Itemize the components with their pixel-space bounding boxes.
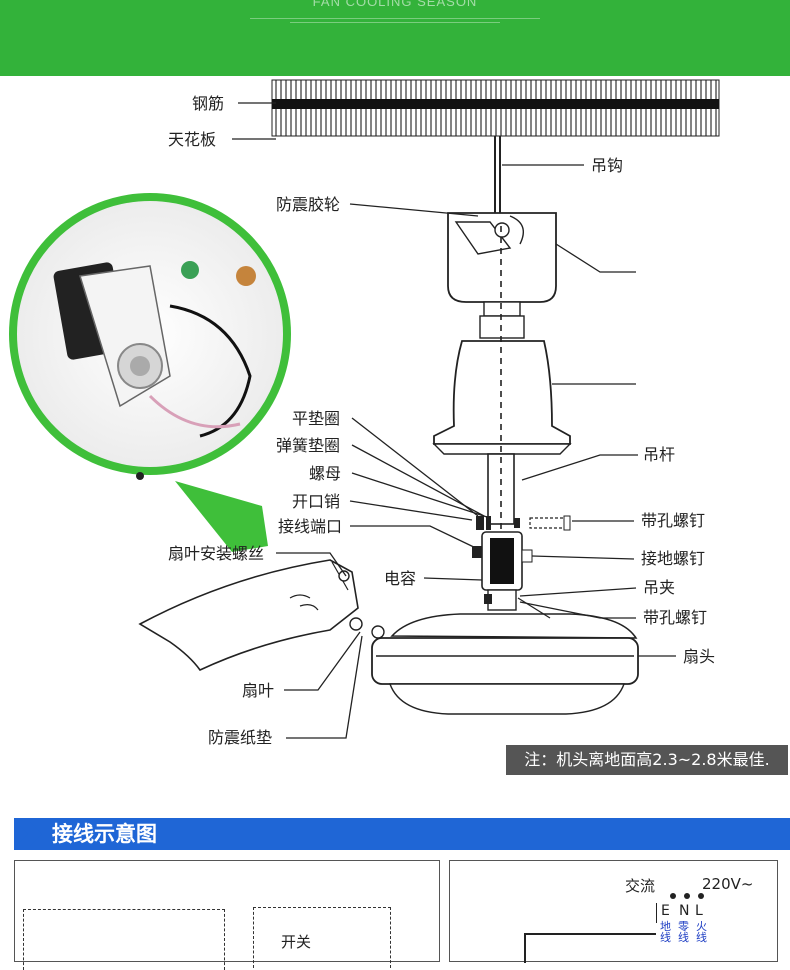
rebar xyxy=(272,99,719,109)
voltage-label: 220V~ xyxy=(702,875,754,893)
label-fan-head: 扇头 xyxy=(683,647,715,666)
terminal-name-e-1: 地 xyxy=(660,920,671,933)
section-header xyxy=(14,818,790,850)
ac-label: 交流 xyxy=(625,877,656,895)
banner-divider xyxy=(250,18,540,19)
banner-divider xyxy=(290,22,500,23)
label-clamp: 吊夹 xyxy=(643,578,675,597)
label-flat-washer: 平垫圈 xyxy=(292,409,340,428)
terminal-dot-e xyxy=(670,893,676,899)
hole-bolt-top xyxy=(529,515,571,531)
label-anti-vibration-pad: 防震纸垫 xyxy=(208,728,272,747)
label-hole-bolt-top: 带孔螺钉 xyxy=(641,511,705,530)
height-note: 注：机头离地面高2.3~2.8米最佳. xyxy=(506,745,788,775)
label-spring-washer: 弹簧垫圈 xyxy=(276,436,340,455)
label-anti-vibration-wheel: 防震胶轮 xyxy=(276,195,340,214)
terminal-dot-l xyxy=(698,893,704,899)
switch-box xyxy=(253,907,391,968)
ceiling-fan-installation-diagram: 钢筋 天花板 吊钩 防震胶轮 平垫圈 弹簧垫圈 螺母 开口销 接线端口 扇叶安装… xyxy=(9,79,720,747)
label-nut: 螺母 xyxy=(309,464,341,483)
leader-lines xyxy=(232,102,676,739)
fan-head xyxy=(371,613,639,715)
label-hole-bolt-bottom: 带孔螺钉 xyxy=(643,608,707,627)
terminal-name-l-2: 线 xyxy=(696,931,707,944)
terminal-name-n-1: 零 xyxy=(678,920,689,933)
wire-line xyxy=(524,933,656,935)
hook-pin xyxy=(494,222,510,238)
canopy xyxy=(447,212,557,303)
ceiling-slab xyxy=(271,79,720,137)
label-ground-screw: 接地螺钉 xyxy=(641,549,705,568)
detail-zoom-circle xyxy=(9,193,291,552)
label-ceiling: 天花板 xyxy=(168,130,216,149)
header-banner: FAN COOLING SEASON xyxy=(0,0,790,76)
label-blade-screw: 扇叶安装螺丝 xyxy=(168,544,264,563)
terminal-dot-n xyxy=(684,893,690,899)
blade-screw xyxy=(338,570,350,582)
terminal-name-n-2: 线 xyxy=(678,931,689,944)
capacitor xyxy=(490,538,514,584)
label-hook: 吊钩 xyxy=(591,156,623,175)
wiring-panel-left: 开关 xyxy=(14,860,440,970)
upper-cover xyxy=(432,340,572,455)
label-rebar: 钢筋 xyxy=(192,94,224,113)
double-arrow-icon xyxy=(16,822,42,846)
label-terminal: 接线端口 xyxy=(278,517,342,536)
terminal-name-e-2: 线 xyxy=(660,931,671,944)
label-blade: 扇叶 xyxy=(242,681,274,700)
terminal-n: N xyxy=(679,903,690,919)
label-cotter-pin: 开口销 xyxy=(292,492,340,511)
section-title: 接线示意图 xyxy=(52,822,157,846)
wiring-panel-right: 交流 220V~ E N L 地 线 零 线 火 线 xyxy=(449,860,778,963)
terminal-name-l-1: 火 xyxy=(696,920,707,933)
label-capacitor: 电容 xyxy=(384,569,416,588)
banner-subtitle: FAN COOLING SEASON xyxy=(312,0,478,9)
terminal-l: L xyxy=(695,903,703,919)
washer-stack xyxy=(476,516,520,530)
label-rod: 吊杆 xyxy=(643,445,675,464)
wire-line xyxy=(524,933,526,963)
fan-blade xyxy=(138,559,385,672)
wiring-box xyxy=(23,909,225,970)
terminal-block xyxy=(472,531,533,591)
terminal-e: E xyxy=(661,903,670,919)
